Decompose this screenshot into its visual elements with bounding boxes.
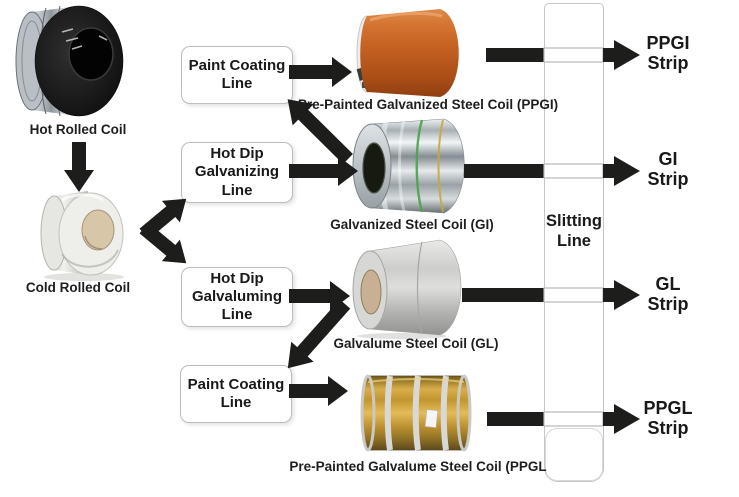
arrow-hot-to-cold [64, 142, 94, 192]
process-label: Paint Coating Line [187, 375, 285, 411]
gl-coil-label: Galvalume Steel Coil (GL) [333, 336, 499, 351]
chalk-marks [61, 28, 108, 50]
slitting-line-box [544, 3, 604, 482]
process-box-hot-dip-galvanizing: Hot Dip Galvanizing Line [181, 142, 293, 203]
arrow-paint-bottom-to-ppgl [289, 376, 348, 406]
process-box-hot-dip-galvaluming: Hot Dip Galvaluming Line [181, 267, 293, 327]
cold-rolled-coil-label: Cold Rolled Coil [25, 280, 131, 295]
slitting-line-box-seam [545, 428, 603, 481]
slitting-line-label: Slitting Line [546, 212, 602, 250]
process-label: Hot Dip Galvaluming Line [191, 269, 283, 324]
arrow-cold-to-galvaluming [139, 222, 187, 264]
gl-coil-image [352, 239, 462, 339]
gi-coil-image [352, 118, 465, 214]
hot-rolled-coil-label: Hot Rolled Coil [29, 122, 127, 137]
ppgl-strip-label: PPGL Strip [643, 398, 693, 439]
gl-strip-label: GL Strip [647, 274, 689, 315]
gi-strip-label: GI Strip [647, 149, 689, 190]
ppgl-coil-label: Pre-Painted Galvalume Steel Coil (PPGL [289, 459, 547, 474]
arrow-galvaluming-to-gl [289, 281, 350, 311]
process-box-paint-coating-top: Paint Coating Line [181, 46, 293, 104]
hot-rolled-coil-image [15, 5, 124, 117]
process-label: Hot Dip Galvanizing Line [194, 145, 280, 199]
ppgl-coil-image [360, 374, 472, 452]
gi-coil-label: Galvanized Steel Coil (GI) [330, 217, 494, 232]
arrow-paint-top-to-ppgi [289, 57, 352, 87]
ppgi-coil-image [356, 9, 459, 97]
ppgi-coil-label: Pre-Painted Galvanized Steel Coil (PPGI) [297, 97, 559, 112]
cold-rolled-coil-image [40, 191, 124, 281]
process-box-paint-coating-bottom: Paint Coating Line [180, 365, 292, 423]
ppgi-strip-label: PPGI Strip [646, 33, 690, 74]
process-label: Paint Coating Line [188, 56, 286, 92]
